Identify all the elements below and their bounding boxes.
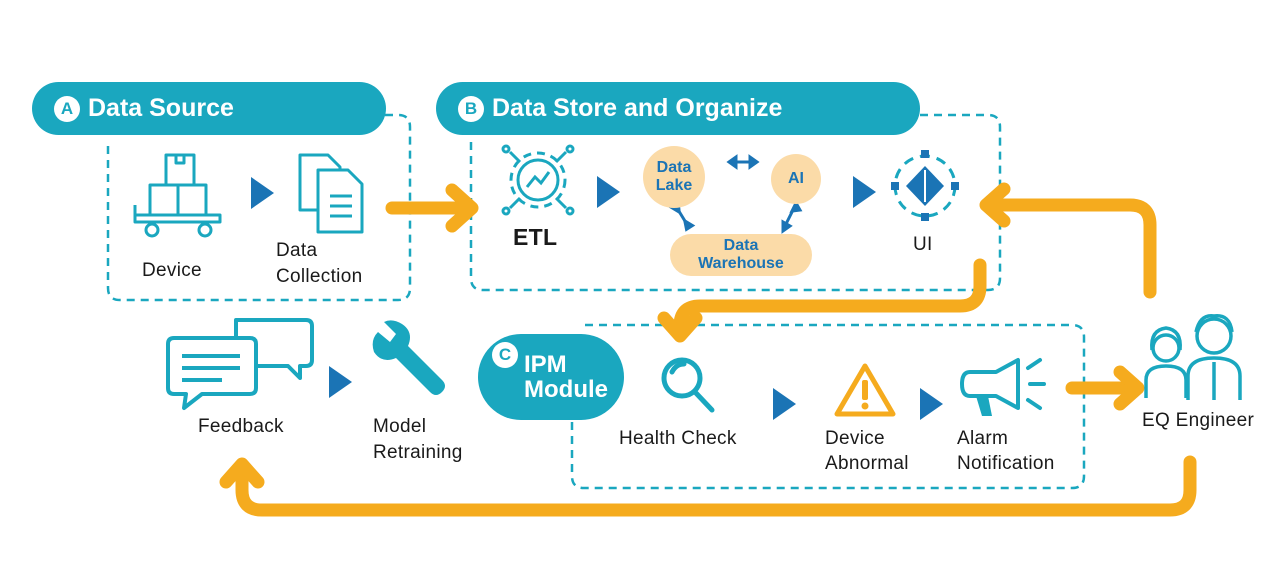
alarm-notification-label-2: Notification — [957, 453, 1055, 474]
ui-label: UI — [913, 234, 933, 255]
magnifier-icon — [661, 357, 715, 413]
wrench-icon — [372, 320, 445, 395]
megaphone-icon — [960, 358, 1046, 416]
section-b-badge: B — [458, 95, 484, 122]
arrow-engineer-to-ui — [983, 198, 1157, 299]
model-retraining-label-1: Model — [373, 416, 427, 437]
section-c-badge: C — [492, 342, 518, 368]
alarm-notification-label-1: Alarm — [957, 428, 1009, 449]
health-check-label: Health Check — [619, 428, 737, 449]
warning-icon — [834, 363, 896, 417]
device-abnormal-label-2: Abnormal — [825, 453, 909, 474]
section-b-frame — [469, 113, 1002, 292]
data-collection-label-1: Data — [276, 240, 318, 261]
network-diamond-icon — [891, 150, 959, 221]
section-c-frame — [570, 323, 1086, 490]
arrow-engineer-to-feedback — [235, 455, 1197, 517]
ai-label: AI — [788, 170, 804, 187]
data-warehouse-label-1: Data — [723, 237, 759, 254]
section-b-header: B Data Store and Organize — [436, 82, 920, 135]
boxes-cart-icon — [133, 153, 222, 238]
data-warehouse-label-2: Warehouse — [698, 255, 784, 272]
gear-chart-icon — [501, 144, 575, 216]
section-b-title: Data Store and Organize — [492, 94, 783, 122]
data-collection-label-2: Collection — [276, 266, 363, 287]
step-arrows — [251, 176, 943, 420]
arrow-ui-to-ipm — [673, 258, 987, 337]
section-a-badge: A — [54, 95, 80, 122]
ai-node: AI — [771, 154, 821, 204]
section-c-title-line1: IPM — [524, 351, 567, 378]
section-a-header: A Data Source — [32, 82, 386, 135]
model-retraining-label-2: Retraining — [373, 442, 463, 463]
etl-label: ETL — [513, 224, 558, 250]
device-label: Device — [142, 260, 202, 281]
section-a-title: Data Source — [88, 94, 234, 122]
device-abnormal-label-1: Device — [825, 428, 885, 449]
chat-bubbles-icon — [166, 318, 314, 410]
data-lake-label-2: Lake — [655, 177, 693, 194]
section-c-title-line2: Module — [524, 376, 608, 403]
documents-icon — [298, 153, 364, 234]
data-lake-label-1: Data — [656, 159, 692, 176]
engineers-icon — [1144, 314, 1242, 400]
section-c-header: C IPM Module — [478, 334, 624, 420]
flow-arrows — [219, 182, 1197, 517]
eq-engineer-label: EQ Engineer — [1142, 410, 1255, 431]
data-warehouse-node: Data Warehouse — [670, 234, 812, 276]
data-lake-node: Data Lake — [643, 146, 705, 208]
section-a-frame — [106, 113, 412, 302]
feedback-label: Feedback — [198, 416, 284, 437]
